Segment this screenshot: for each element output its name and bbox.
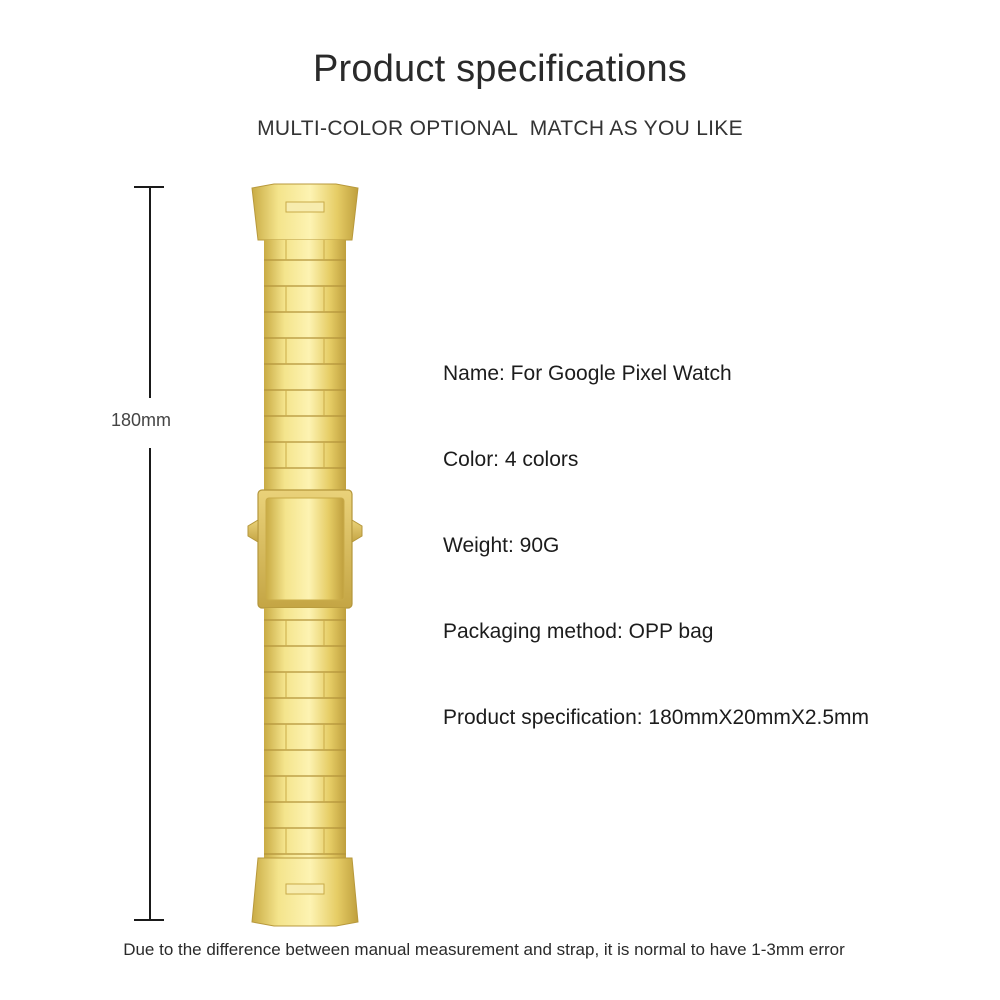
spec-weight: Weight: 90G xyxy=(443,534,560,557)
dimension-line-upper xyxy=(149,187,151,398)
spec-color: Color: 4 colors xyxy=(443,448,579,471)
spec-name: Name: For Google Pixel Watch xyxy=(443,362,732,385)
dimension-bottom-tick xyxy=(134,919,164,921)
page-subtitle: MULTI-COLOR OPTIONAL MATCH AS YOU LIKE xyxy=(257,117,743,140)
watch-strap-image xyxy=(230,180,380,930)
dimension-label: 180mm xyxy=(110,410,172,430)
watch-strap-illustration xyxy=(247,183,363,927)
spec-packaging: Packaging method: OPP bag xyxy=(443,620,714,643)
spec-dimensions: Product specification: 180mmX20mmX2.5mm xyxy=(443,706,869,729)
dimension-line-lower xyxy=(149,448,151,920)
page-title: Product specifications xyxy=(312,48,688,90)
measurement-note: Due to the difference between manual mea… xyxy=(123,940,845,959)
